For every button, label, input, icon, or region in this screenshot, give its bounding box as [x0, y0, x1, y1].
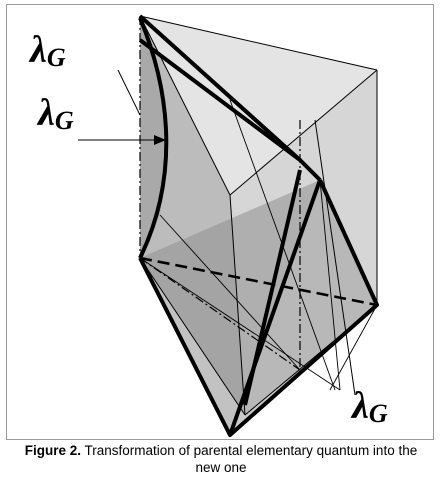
lambda-g-label-middle: λG: [36, 92, 74, 135]
figure-caption: Figure 2. Transformation of parental ele…: [12, 442, 430, 476]
caption-text: Transformation of parental elementary qu…: [81, 443, 418, 475]
lower-shaded-face: [140, 180, 320, 435]
caption-label: Figure 2.: [24, 443, 82, 458]
right-inner-face: [230, 180, 377, 435]
quantum-outline: [138, 14, 379, 437]
label-leaders: [78, 69, 356, 396]
dashed-diagonal: [139, 256, 378, 307]
lambda-g-label-bottom: λG: [350, 385, 388, 428]
top-face: [140, 16, 377, 195]
prism-diagram: λG λG λG: [28, 14, 388, 437]
prism-edges: [139, 15, 378, 416]
curved-edge: [138, 17, 169, 259]
lambda-g-label-top: λG: [28, 29, 66, 72]
arrow-head: [154, 135, 166, 145]
